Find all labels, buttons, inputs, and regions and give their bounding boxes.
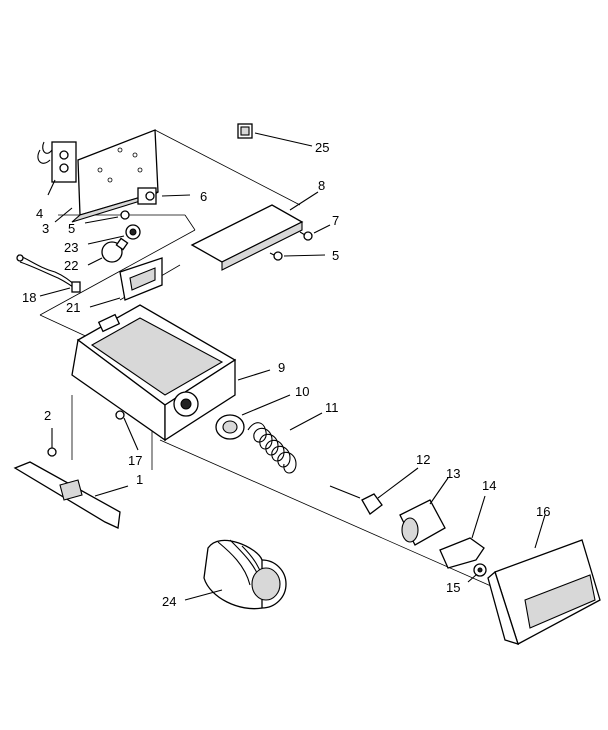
part-10-seal [215,394,291,440]
part-23-lamp-socket [87,224,141,245]
part-22-light-bulb [87,237,129,266]
part-18-wire-harness [16,254,81,297]
part-2-screw [47,428,57,457]
label-part-24: 24 [162,594,176,609]
part-9-housing [71,304,271,442]
label-part-23: 23 [64,240,78,255]
part-5-screw-right [269,251,326,261]
label-part-9: 9 [278,360,285,375]
label-part-11: 11 [325,400,339,415]
part-16-front-housing [487,514,601,645]
label-part-5-left: 5 [68,221,75,236]
label-part-22: 22 [64,258,78,273]
label-part-21: 21 [66,300,80,315]
part-12-blade [361,467,419,515]
label-part-4: 4 [36,206,43,221]
label-part-1: 1 [136,472,143,487]
part-1-slide-bar [13,461,129,529]
part-5-screw-left [84,210,130,224]
part-25-clip [237,123,313,147]
label-part-10: 10 [295,384,309,399]
label-part-6: 6 [200,189,207,204]
label-part-18: 18 [22,290,36,305]
label-part-12: 12 [416,452,430,467]
label-part-13: 13 [446,466,460,481]
label-part-15: 15 [446,580,460,595]
label-part-2: 2 [44,408,51,423]
label-part-14: 14 [482,478,496,493]
label-part-8: 8 [318,178,325,193]
part-14-bracket [439,495,486,569]
label-part-7: 7 [332,213,339,228]
label-part-17: 17 [128,453,142,468]
part-11-spring [247,412,361,499]
part-13-crusher [399,477,449,546]
label-part-5-right: 5 [332,248,339,263]
part-15-nut [467,563,487,583]
part-24-boot [184,539,287,610]
label-part-16: 16 [536,504,550,519]
label-part-3: 3 [42,221,49,236]
label-part-25: 25 [315,140,329,155]
part-6-clip [137,187,191,205]
part-17-screw [115,410,139,451]
part-4-switch [37,141,77,196]
part-labels: 25 8 6 4 7 3 5 23 5 22 18 21 9 10 11 2 1… [22,140,550,609]
part-21-bracket [89,257,163,308]
part-8-cover-plate [190,191,319,271]
part-7-screw [299,224,331,241]
